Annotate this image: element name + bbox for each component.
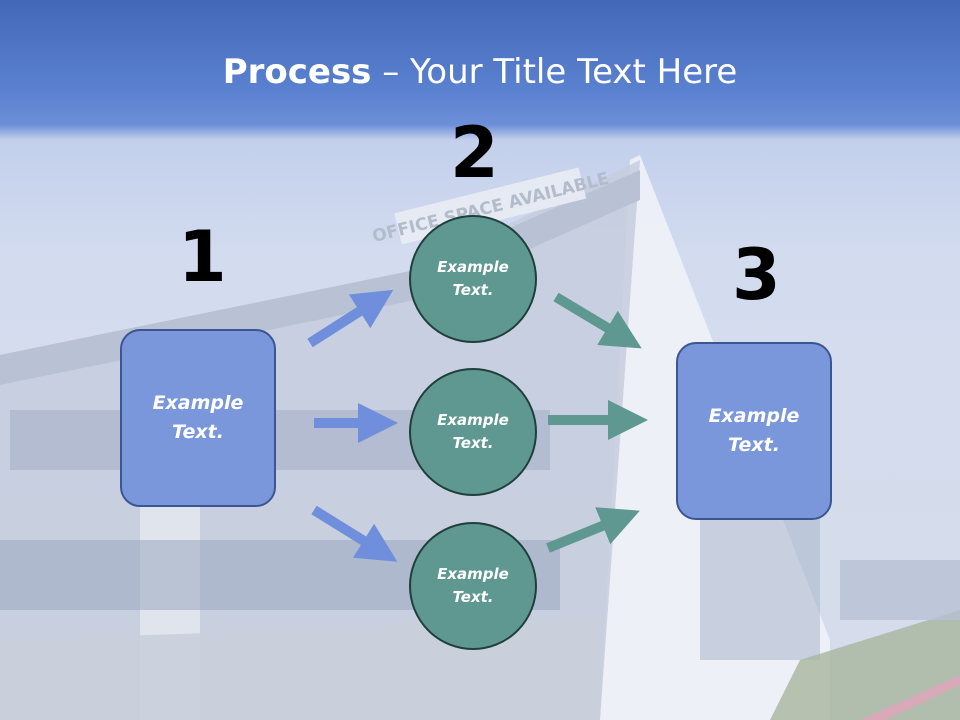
step-3-box: Example Text. (676, 342, 832, 520)
step-2-circle-bottom: Example Text. (409, 522, 537, 650)
step-1-box: Example Text. (120, 329, 276, 507)
arrow-down-right-blue (311, 505, 398, 562)
step-number-2: 2 (450, 112, 499, 194)
circle-text: Example Text. (437, 411, 509, 452)
step-number-3: 3 (732, 234, 781, 316)
title-rest: – Your Title Text Here (371, 52, 738, 92)
arrow-up-right-teal (546, 507, 640, 553)
step-number-1: 1 (178, 216, 227, 298)
circle-text: Example Text. (437, 565, 509, 606)
circle-text: Example Text. (437, 258, 509, 299)
arrow-up-right-blue (307, 289, 394, 348)
slide-title: Process – Your Title Text Here (0, 52, 960, 92)
step-1-box-text: Example Text. (152, 392, 244, 443)
step-2-circle-middle: Example Text. (409, 368, 537, 496)
step-2-circle-top: Example Text. (409, 215, 537, 343)
step-3-box-text: Example Text. (708, 405, 800, 456)
arrow-down-right-teal (553, 292, 642, 349)
title-bold: Process (222, 52, 372, 92)
